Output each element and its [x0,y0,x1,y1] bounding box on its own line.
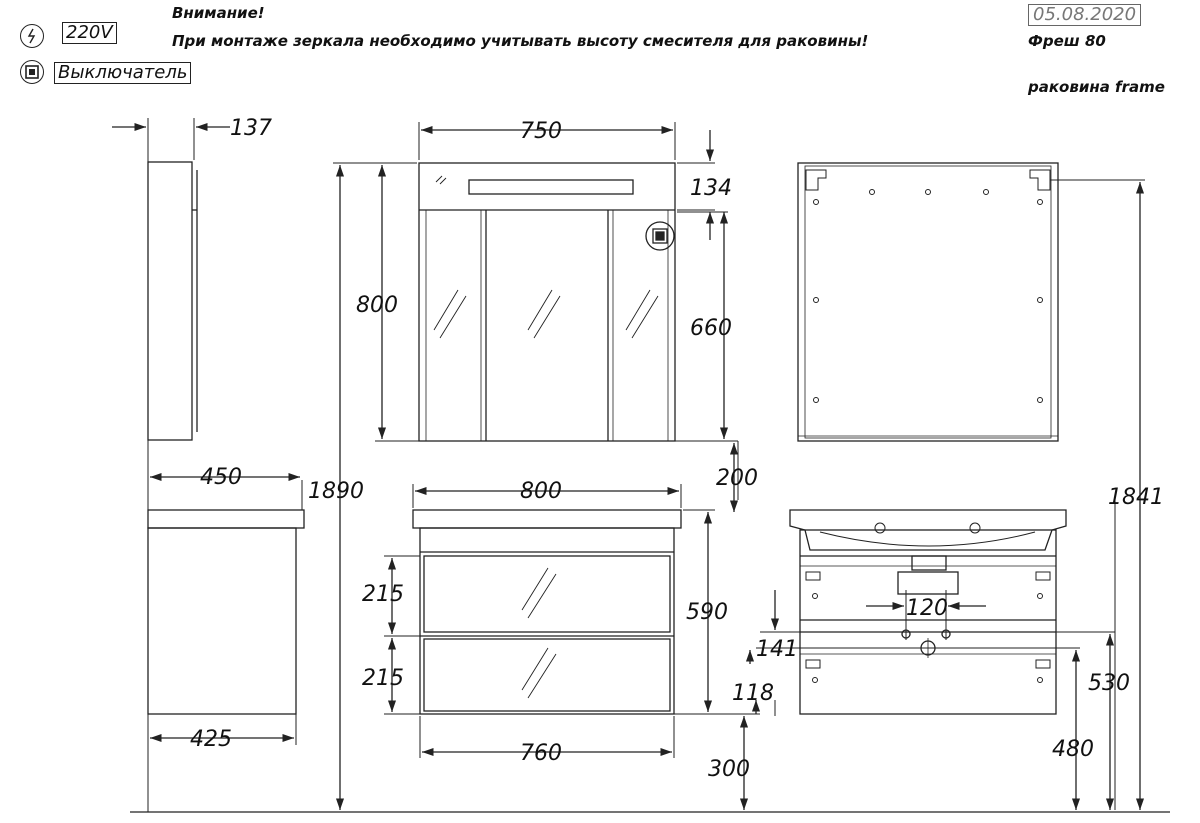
dim-gap-mirror-sink: 200 [716,466,758,491]
notice-text: При монтаже зеркала необходимо учитывать… [172,32,869,50]
dim-mount-height-top: 1841 [1108,485,1164,510]
dim-cabinet-width: 800 [520,479,562,504]
mirror-cabinet-back [797,162,1059,442]
dim-total-height: 1890 [308,479,364,504]
dim-floor-clearance: 300 [708,757,750,782]
model-name: Фреш 80 [1028,32,1106,50]
notice-title: Внимание! [172,4,265,22]
sink-name: раковина frame [1028,78,1165,96]
mirror-cabinet-front [418,162,676,442]
dim-mount-height-530: 530 [1088,671,1130,696]
dim-mirror-height: 800 [356,293,398,318]
dim-drawer-height-bottom: 215 [362,666,404,691]
power-label: 220V [62,22,117,44]
dim-hole-spacing: 120 [906,596,948,621]
dim-cabinet-height: 590 [686,600,728,625]
square-switch-icon [20,60,44,84]
dim-drawer-height-top: 215 [362,582,404,607]
dim-base-width: 760 [520,741,562,766]
dim-mirror-width: 750 [520,119,562,144]
drawing-date: 05.08.2020 [1028,4,1142,26]
lightning-bolt-icon [20,24,44,48]
dim-pipe-offset-bottom: 118 [732,681,774,706]
side-view [130,118,1170,813]
dim-pipe-offset-top: 141 [756,637,798,662]
switch-label: Выключатель [54,62,192,84]
dim-mount-height-480: 480 [1052,737,1094,762]
dim-mirror-door-height: 660 [690,316,732,341]
dim-cabinet-depth: 425 [190,727,232,752]
dim-sink-depth: 450 [200,465,242,490]
dim-mirror-side-depth: 137 [230,116,272,141]
dim-mirror-top-height: 134 [690,176,732,201]
vanity-cabinet-front [412,509,682,715]
